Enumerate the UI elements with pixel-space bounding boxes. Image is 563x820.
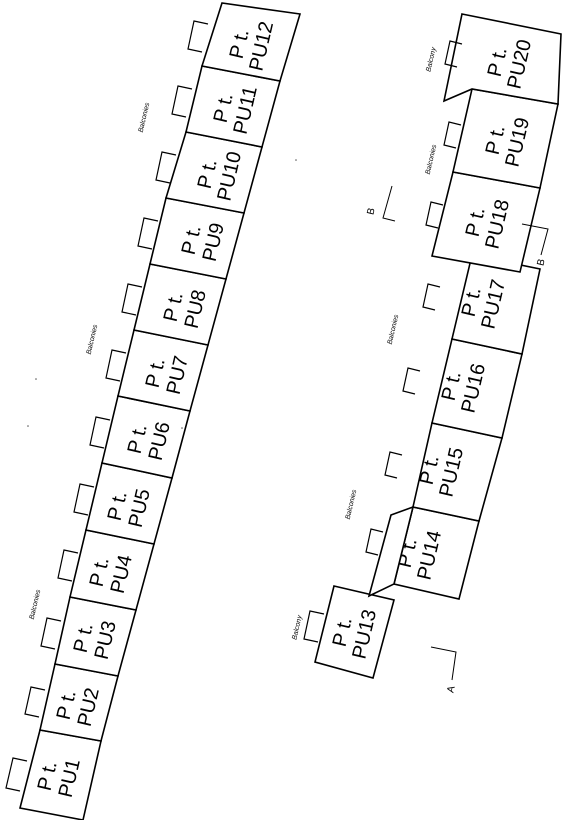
- unit-pu14-outline: [367, 505, 415, 598]
- unit-pu5[interactable]: P t. PU5: [73, 462, 173, 545]
- speck: [295, 159, 297, 161]
- unit-pu16[interactable]: P t. PU16: [402, 338, 523, 439]
- section-label: B: [365, 207, 377, 216]
- balcony: [443, 121, 462, 149]
- unit-pu13[interactable]: P t. PU13: [303, 585, 395, 679]
- balcony: [5, 757, 28, 792]
- section-marker-b-upper: B: [365, 185, 396, 222]
- speck: [181, 427, 183, 429]
- unit-pu8[interactable]: P t. PU8: [121, 263, 227, 346]
- balcony: [121, 283, 143, 316]
- balcony-label: Balconies: [345, 489, 359, 521]
- unit-pu12[interactable]: P t. PU12: [187, 2, 302, 82]
- balcony: [444, 40, 463, 68]
- balcony-label: Balconies: [387, 314, 401, 346]
- speck: [35, 378, 37, 380]
- balcony: [365, 528, 384, 556]
- unit-pu7[interactable]: P t. PU7: [105, 329, 209, 412]
- svg-text:P t. PU10: P t. PU10: [192, 144, 246, 203]
- svg-text:P t. PU19: P t. PU19: [480, 110, 534, 169]
- unit-pu1[interactable]: P t. PU1: [5, 729, 102, 820]
- balcony: [73, 483, 95, 516]
- section-label: B: [535, 258, 547, 267]
- balcony: [155, 151, 177, 184]
- balcony: [425, 201, 444, 229]
- unit-pu4[interactable]: P t. PU4: [57, 529, 155, 611]
- unit-pu15[interactable]: P t. PU15: [384, 422, 503, 522]
- balcony: [105, 349, 127, 382]
- left-terrace: P t. PU1 P t. PU2 P t. PU3 P t.: [5, 2, 302, 820]
- unit-pu10[interactable]: P t. PU10: [155, 131, 263, 214]
- unit-pu2[interactable]: P t. PU2: [24, 663, 119, 742]
- svg-text:P t. PU3: P t. PU3: [69, 614, 121, 662]
- right-terrace: P t. PU13 P t. PU14 P t. PU15 P t: [291, 13, 562, 679]
- balcony: [40, 617, 62, 650]
- unit-pu9[interactable]: P t. PU9: [137, 197, 245, 280]
- balcony: [171, 85, 193, 118]
- unit-pu20[interactable]: P t. PU20: [442, 13, 562, 105]
- speck: [27, 425, 29, 427]
- balcony: [89, 416, 111, 449]
- balcony: [187, 20, 209, 53]
- svg-text:P t. PU2: P t. PU2: [52, 681, 104, 729]
- unit-pu18[interactable]: P t. PU18: [425, 171, 541, 273]
- svg-text:P t. PU4: P t. PU4: [85, 548, 137, 596]
- balcony: [57, 549, 79, 582]
- balcony: [402, 367, 421, 395]
- balcony: [303, 610, 325, 643]
- section-label: A: [445, 685, 457, 694]
- section-marker-a: A: [430, 646, 458, 694]
- balcony: [422, 283, 441, 311]
- unit-pu11[interactable]: P t. PU11: [171, 65, 281, 148]
- section-marker-b-lower: B: [521, 223, 549, 267]
- unit-pu17[interactable]: P t. PU17: [422, 254, 541, 355]
- balcony-label: Balcony: [425, 46, 438, 72]
- balcony-label: Balconies: [86, 324, 100, 356]
- balcony: [24, 686, 46, 718]
- balcony: [137, 217, 159, 250]
- unit-pu19[interactable]: P t. PU19: [443, 88, 559, 189]
- unit-pu3[interactable]: P t. PU3: [40, 596, 137, 677]
- balcony-label: Balcony: [291, 614, 304, 640]
- balcony-label: Balconies: [425, 144, 439, 176]
- balcony-label: Balconies: [138, 102, 152, 134]
- svg-text:P t. PU1: P t. PU1: [33, 752, 85, 800]
- svg-text:P t. PU13: P t. PU13: [327, 602, 381, 661]
- balcony-label: Balconies: [29, 589, 43, 621]
- balcony: [384, 451, 403, 479]
- svg-text:P t. PU18: P t. PU18: [460, 192, 514, 251]
- svg-text:P t. PU20: P t. PU20: [482, 32, 536, 91]
